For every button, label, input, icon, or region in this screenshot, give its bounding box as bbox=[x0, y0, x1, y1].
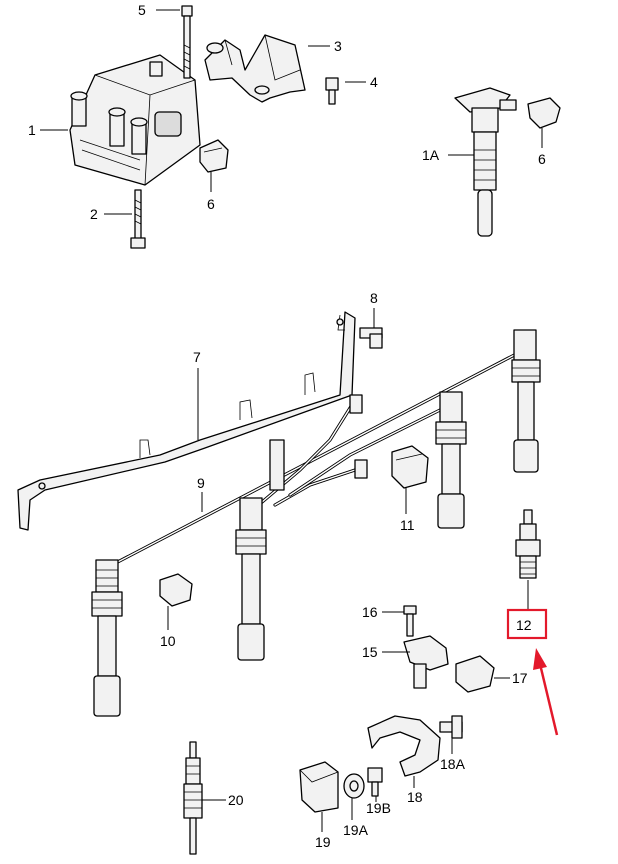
washer-19a bbox=[343, 773, 365, 799]
bolt-8 bbox=[359, 327, 383, 349]
bolt-16 bbox=[403, 605, 417, 637]
clamp-18 bbox=[367, 715, 441, 777]
label-19b: 19B bbox=[366, 800, 391, 816]
plug-boot-right bbox=[511, 329, 541, 473]
clip-10 bbox=[159, 573, 193, 607]
label-8: 8 bbox=[370, 290, 378, 306]
label-19a: 19A bbox=[343, 822, 369, 838]
label-1: 1 bbox=[28, 122, 36, 138]
label-2: 2 bbox=[90, 206, 98, 222]
callout-labels: 5 3 4 1 6 2 1A 6 8 7 9 11 10 12 16 15 17… bbox=[28, 2, 546, 850]
label-11: 11 bbox=[400, 517, 415, 533]
bolt-19b bbox=[367, 767, 383, 797]
label-7: 7 bbox=[193, 349, 201, 365]
plug-boot-left bbox=[91, 559, 123, 717]
label-17: 17 bbox=[512, 670, 528, 686]
bolt-18a bbox=[439, 715, 463, 739]
label-12: 12 bbox=[516, 617, 532, 633]
arrow-shaft bbox=[538, 663, 559, 736]
label-10: 10 bbox=[160, 633, 176, 649]
sleeve-19 bbox=[299, 761, 339, 813]
label-6-upper: 6 bbox=[207, 196, 215, 212]
spark-plug-12 bbox=[515, 509, 541, 579]
ignition-coil-pack bbox=[69, 54, 201, 186]
label-5: 5 bbox=[138, 2, 146, 18]
red-arrow-icon bbox=[533, 648, 559, 736]
connector-6-upper bbox=[199, 139, 229, 173]
label-20: 20 bbox=[228, 792, 244, 808]
bolt-5 bbox=[181, 5, 193, 79]
glow-plug-20 bbox=[183, 741, 203, 855]
label-4: 4 bbox=[370, 74, 378, 90]
label-9: 9 bbox=[197, 475, 205, 491]
label-18a: 18A bbox=[440, 756, 466, 772]
coil-on-plug-1a bbox=[454, 87, 517, 237]
label-16: 16 bbox=[362, 604, 378, 620]
cable-tray-7 bbox=[17, 311, 356, 531]
bolt-2 bbox=[130, 189, 146, 249]
label-1a: 1A bbox=[422, 147, 440, 163]
bracket-3 bbox=[204, 34, 306, 103]
plug-boot-center bbox=[235, 497, 267, 661]
sensor-15 bbox=[403, 635, 449, 689]
arrow-head bbox=[533, 648, 547, 670]
label-6-right: 6 bbox=[538, 151, 546, 167]
label-18: 18 bbox=[407, 789, 423, 805]
label-19: 19 bbox=[315, 834, 331, 850]
connector-6-right bbox=[527, 97, 561, 129]
bolt-4 bbox=[325, 77, 339, 105]
label-15: 15 bbox=[362, 644, 378, 660]
ignition-wire-harness-9 bbox=[108, 350, 522, 568]
label-3: 3 bbox=[334, 38, 342, 54]
clip-11 bbox=[391, 445, 429, 489]
plug-boot-right-mid bbox=[435, 391, 467, 529]
connector-17 bbox=[455, 655, 495, 693]
leader-lines bbox=[40, 9, 543, 832]
highlight-box-12 bbox=[506, 608, 548, 640]
